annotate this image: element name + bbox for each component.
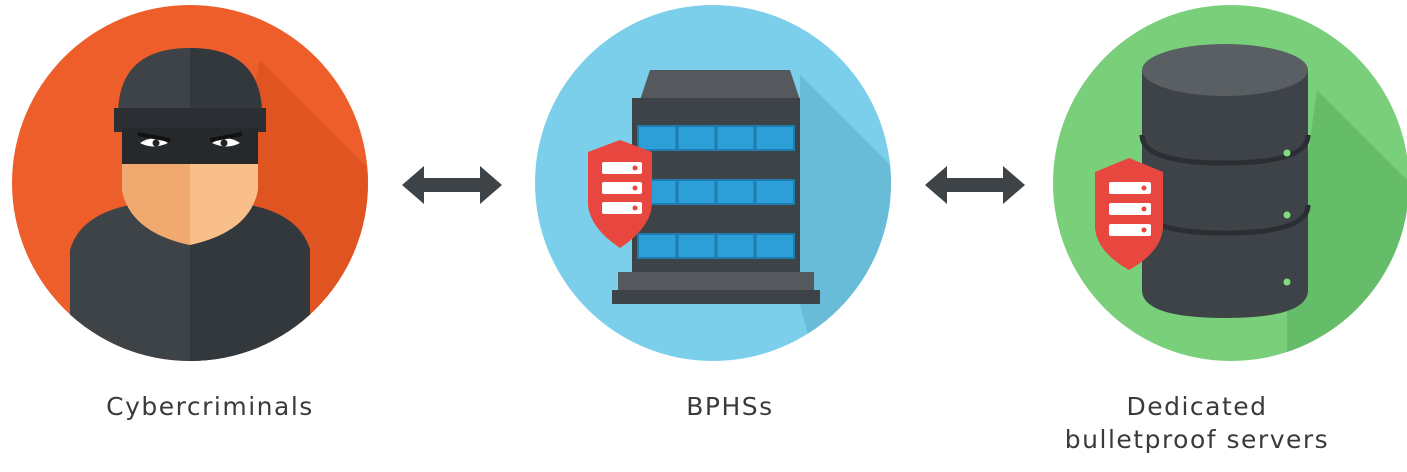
node-label: Dedicated bulletproof servers <box>987 390 1407 456</box>
node-label: Cybercriminals <box>106 392 314 421</box>
database-server-icon <box>1053 5 1407 361</box>
cybercriminal-icon <box>12 5 368 361</box>
node-label: BPHSs <box>686 392 774 421</box>
node-dedicated-servers: Dedicated bulletproof servers <box>987 0 1407 472</box>
node-cybercriminals: Cybercriminals <box>0 0 420 472</box>
double-arrow-icon <box>925 166 1025 204</box>
node-label-line-2: bulletproof servers <box>1064 425 1330 454</box>
server-building-icon <box>535 5 891 361</box>
node-label-line-1: Dedicated <box>1126 392 1268 421</box>
node-bphss: BPHSs <box>520 0 940 472</box>
double-arrow-icon <box>402 166 502 204</box>
